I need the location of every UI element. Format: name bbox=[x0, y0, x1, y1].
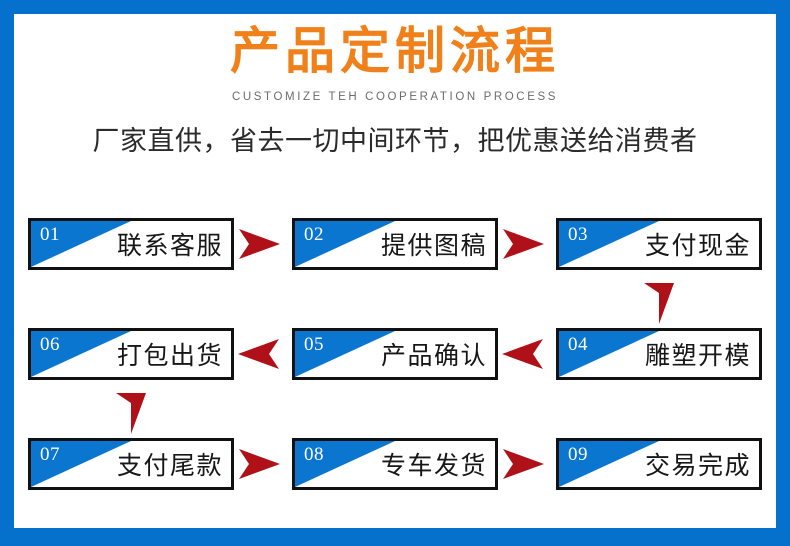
page-subtitle: CUSTOMIZE TEH COOPERATION PROCESS bbox=[231, 91, 559, 103]
step-label: 支付尾款 bbox=[116, 451, 223, 480]
step-number: 05 bbox=[304, 334, 324, 355]
step-label: 联系客服 bbox=[116, 231, 223, 260]
process-step-06[interactable]: 06 打包出货 bbox=[28, 328, 234, 380]
step-label: 雕塑开模 bbox=[644, 341, 751, 370]
frame-border-bottom bbox=[0, 528, 790, 546]
step-label: 交易完成 bbox=[644, 451, 751, 480]
step-label: 提供图稿 bbox=[380, 231, 487, 260]
arrow-left-icon bbox=[236, 337, 282, 371]
page-tagline: 厂家直供，省去一切中间环节，把优惠送给消费者 bbox=[92, 126, 698, 157]
process-step-09[interactable]: 09 交易完成 bbox=[556, 438, 762, 490]
step-number: 01 bbox=[40, 224, 60, 245]
step-label: 支付现金 bbox=[644, 231, 751, 260]
arrow-right-icon bbox=[236, 447, 282, 481]
page-title: 产品定制流程 bbox=[230, 22, 560, 80]
arrow-down-icon bbox=[642, 280, 676, 326]
process-step-08[interactable]: 08 专车发货 bbox=[292, 438, 498, 490]
step-number: 03 bbox=[568, 224, 588, 245]
arrow-right-icon bbox=[500, 227, 546, 261]
process-step-02[interactable]: 02 提供图稿 bbox=[292, 218, 498, 270]
step-label: 产品确认 bbox=[380, 341, 487, 370]
process-step-grid: 01 联系客服 02 提供图稿 03 支付现金 06 打包出货 05 产品确认 … bbox=[14, 200, 776, 510]
frame-border-left bbox=[0, 0, 14, 546]
arrow-left-icon bbox=[500, 337, 546, 371]
poster-header: 产品定制流程 CUSTOMIZE TEH COOPERATION PROCESS… bbox=[14, 22, 776, 158]
step-number: 02 bbox=[304, 224, 324, 245]
arrow-right-icon bbox=[500, 447, 546, 481]
process-step-05[interactable]: 05 产品确认 bbox=[292, 328, 498, 380]
process-step-04[interactable]: 04 雕塑开模 bbox=[556, 328, 762, 380]
step-label: 打包出货 bbox=[116, 341, 223, 370]
frame-border-right bbox=[776, 0, 790, 546]
arrow-right-icon bbox=[236, 227, 282, 261]
step-number: 08 bbox=[304, 444, 324, 465]
arrow-down-icon bbox=[114, 390, 148, 436]
step-label: 专车发货 bbox=[380, 451, 487, 480]
process-step-03[interactable]: 03 支付现金 bbox=[556, 218, 762, 270]
process-step-01[interactable]: 01 联系客服 bbox=[28, 218, 234, 270]
step-number: 09 bbox=[568, 444, 588, 465]
step-number: 07 bbox=[40, 444, 60, 465]
frame-border-top bbox=[0, 0, 790, 14]
step-number: 06 bbox=[40, 334, 60, 355]
step-number: 04 bbox=[568, 334, 588, 355]
process-step-07[interactable]: 07 支付尾款 bbox=[28, 438, 234, 490]
